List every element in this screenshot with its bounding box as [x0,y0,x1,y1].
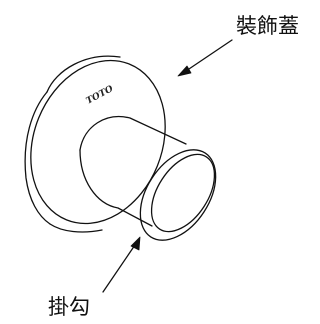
brand-mark: TOTO [85,84,116,107]
hook-label: 掛勾 [48,295,90,319]
cover-side-edge [24,91,51,225]
cover-front-rim [30,59,166,225]
hook-end-cap-face [150,153,216,233]
hook-bottom-line [79,149,153,227]
hook-arrowhead [130,236,141,251]
cover-leader [177,39,233,77]
cover-leader-line [182,39,233,74]
hook-top-line [79,116,187,151]
hook-end-cap [139,149,217,241]
cover-top-edge [46,55,121,93]
hook-body [79,116,217,241]
cover-arrowhead [177,65,192,77]
cover-label: 裝飾蓋 [236,14,299,38]
hook-leader-line [102,241,138,293]
decorative-cover [24,55,166,233]
cover-bottom-edge [49,223,103,233]
hook-leader [102,236,141,293]
